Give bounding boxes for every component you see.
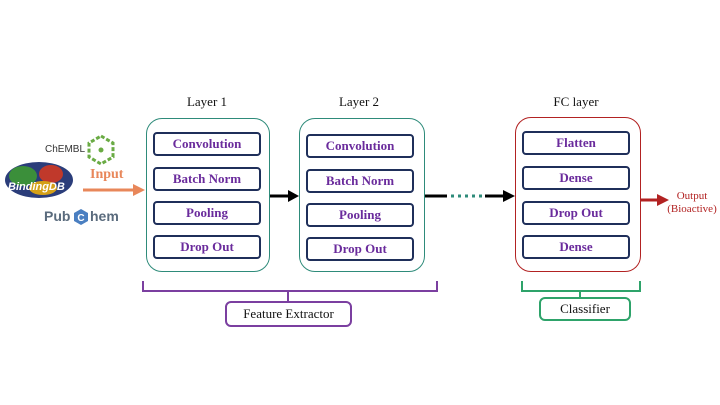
layer1-panel: Convolution Batch Norm Pooling Drop Out (146, 118, 270, 272)
output-label-line2: (Bioactive) (667, 203, 717, 215)
fc-layer-title: FC layer (553, 94, 599, 109)
feature-extractor-bracket (142, 281, 438, 301)
layer2-dropout-block: Drop Out (306, 237, 414, 261)
chembl-hexagon-icon (87, 134, 115, 166)
layer2-to-fc-arrow (425, 190, 515, 202)
layer1-title: Layer 1 (186, 94, 228, 109)
layer2-panel: Convolution Batch Norm Pooling Drop Out (299, 118, 425, 272)
fc-dropout-block: Drop Out (522, 201, 630, 225)
layer2-title: Layer 2 (338, 94, 380, 109)
layer1-batchnorm-block: Batch Norm (153, 167, 261, 191)
output-label: Output (Bioactive) (664, 190, 720, 216)
fc-dense-block-1: Dense (522, 166, 630, 190)
layer2-batchnorm-block: Batch Norm (306, 169, 414, 193)
layer2-convolution-block: Convolution (306, 134, 414, 158)
fc-flatten-block: Flatten (522, 131, 630, 155)
fc-dense-block-2: Dense (522, 235, 630, 259)
pubchem-logo-text-left: Pub (44, 208, 71, 224)
output-arrow (641, 194, 669, 206)
chembl-logo-text: ChEMBL (45, 144, 86, 155)
input-arrow (83, 184, 145, 196)
bindingdb-logo-text: BindingDB (8, 181, 65, 193)
fc-layer-panel: Flatten Dense Drop Out Dense (515, 117, 641, 272)
layer2-pooling-block: Pooling (306, 203, 414, 227)
layer1-to-layer2-arrow (270, 190, 299, 202)
svg-text:C: C (77, 213, 84, 224)
output-label-line1: Output (676, 190, 708, 202)
classifier-label: Classifier (539, 297, 631, 321)
layer1-pooling-block: Pooling (153, 201, 261, 225)
feature-extractor-label: Feature Extractor (225, 301, 352, 327)
pubchem-hexagon-icon: C (74, 209, 88, 225)
pubchem-logo-text-right: hem (90, 208, 119, 224)
layer1-convolution-block: Convolution (153, 132, 261, 156)
bindingdb-molecule-icon (5, 162, 73, 198)
layer1-dropout-block: Drop Out (153, 235, 261, 259)
input-label: Input (90, 167, 124, 182)
